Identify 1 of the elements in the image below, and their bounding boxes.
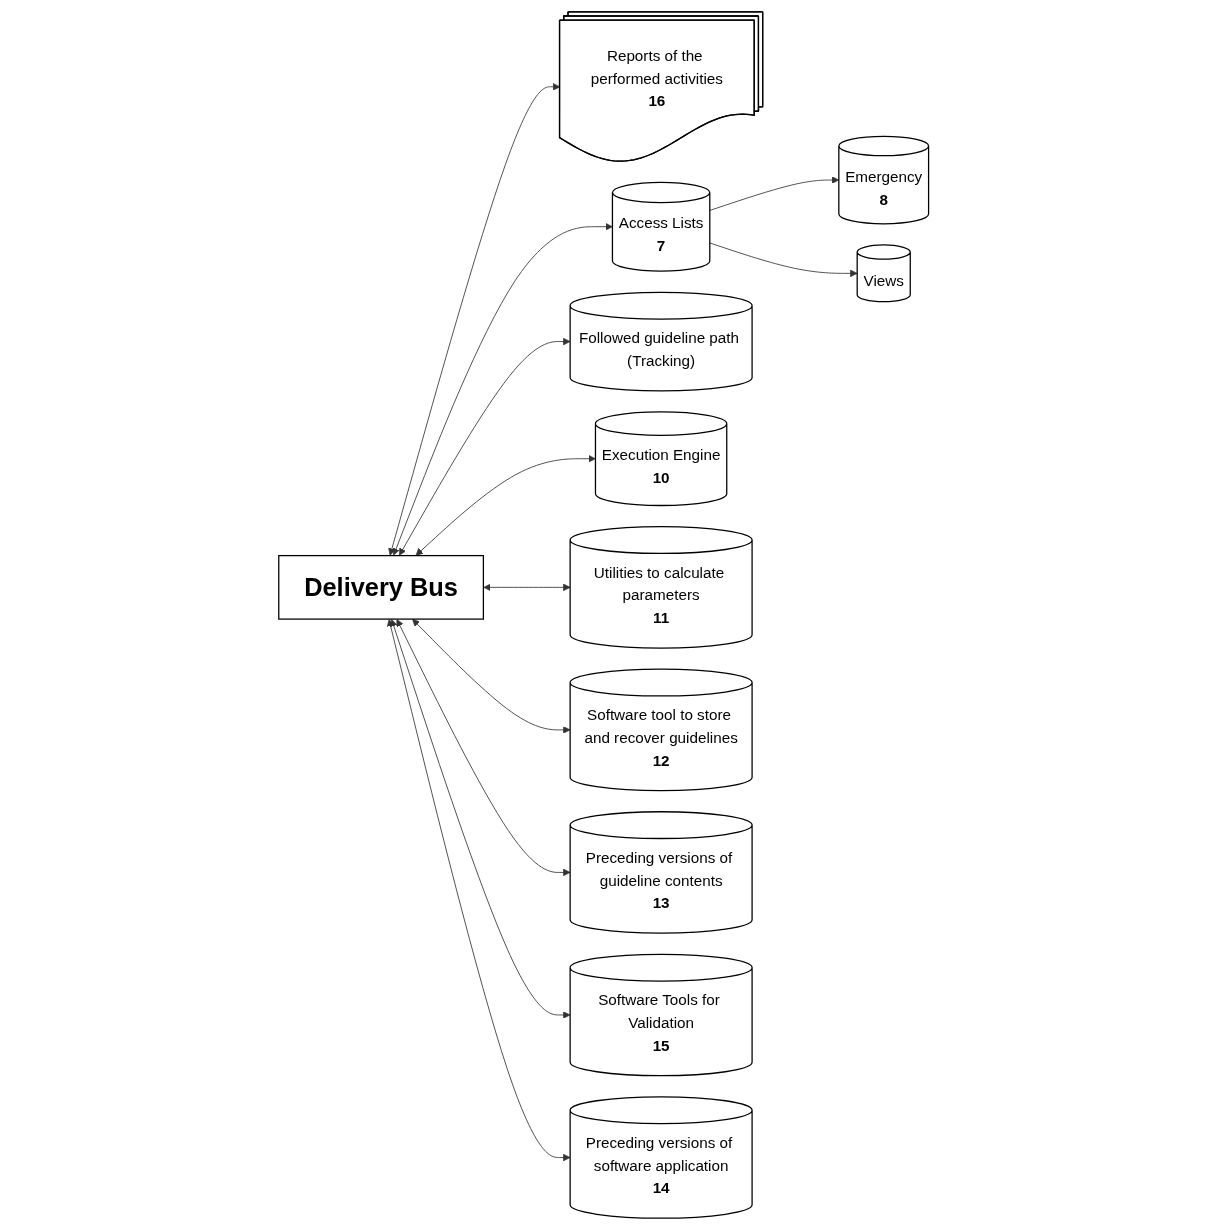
node-box: Delivery Bus xyxy=(277,554,484,620)
